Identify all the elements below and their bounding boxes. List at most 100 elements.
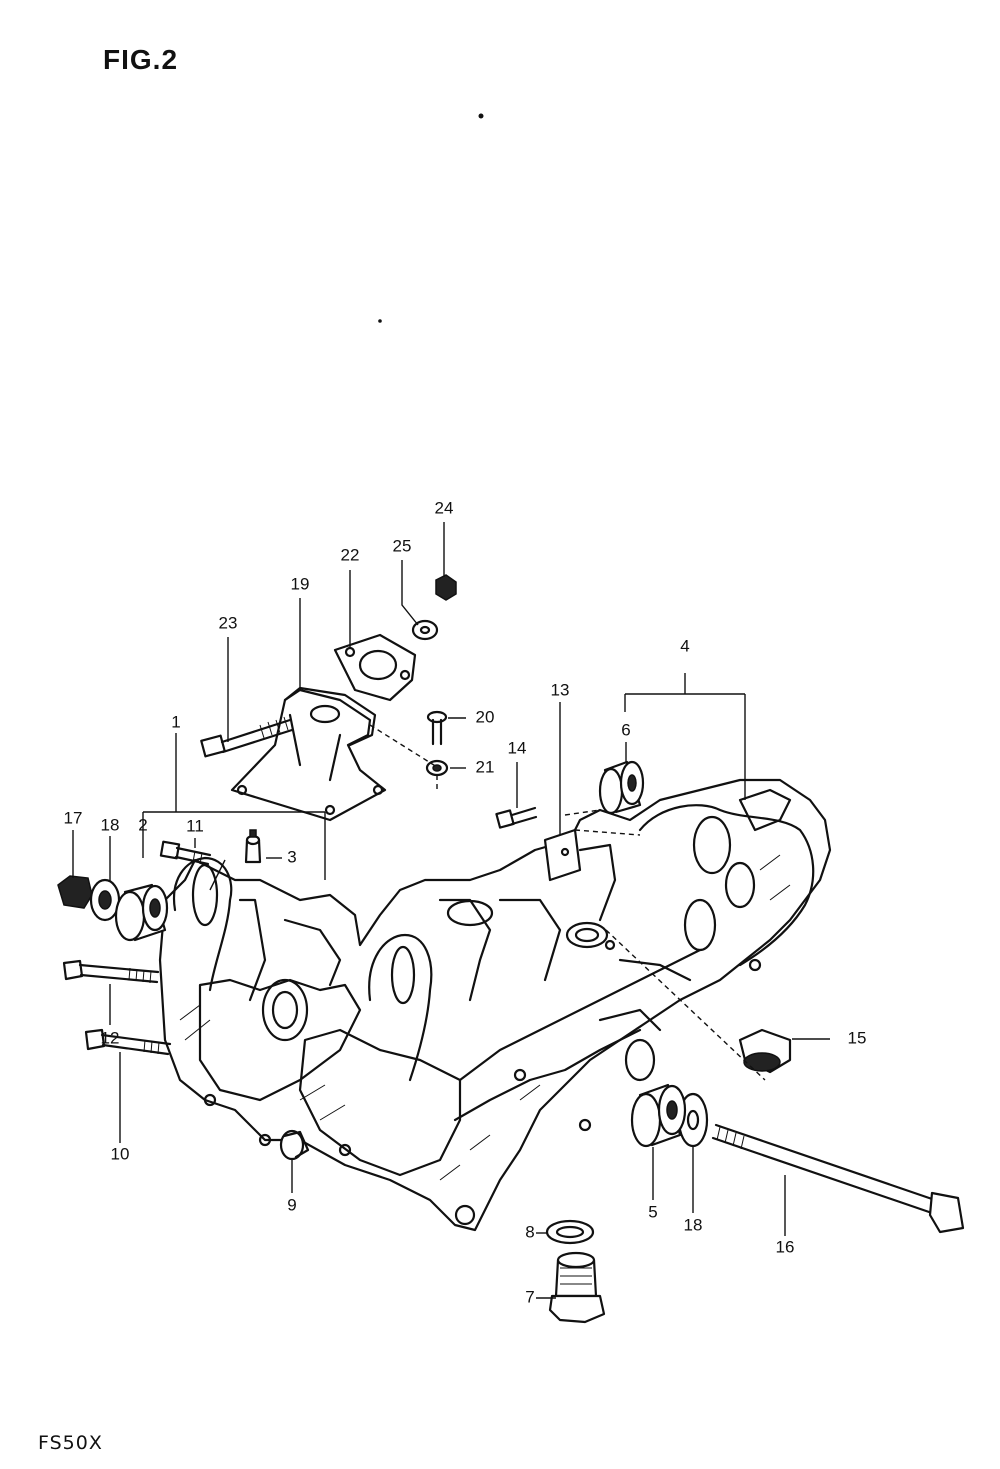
right-case-lug xyxy=(738,788,792,832)
intake-bolt-hole xyxy=(372,784,384,796)
oil-filler-port xyxy=(565,921,609,949)
case-bolt-hole xyxy=(454,1204,476,1226)
drain-plug-7 xyxy=(548,1251,606,1324)
bushing-5 xyxy=(630,1083,687,1148)
left-case-flange xyxy=(198,978,362,1102)
intake-bolt-hole xyxy=(236,784,248,796)
left-bearing-bore xyxy=(191,863,219,927)
gasket-22-port xyxy=(358,649,398,681)
right-case-cover xyxy=(638,804,815,967)
callout-12: 12 xyxy=(101,1028,120,1047)
callout-13: 13 xyxy=(551,680,570,699)
left-shaft-hole-inner xyxy=(271,990,299,1030)
callout-3: 3 xyxy=(287,847,296,866)
nut-24 xyxy=(435,574,457,601)
left-shaft-hole xyxy=(261,978,309,1042)
callout-7: 7 xyxy=(525,1287,534,1306)
callout-2: 2 xyxy=(138,815,147,834)
callout-labels: 1 2 3 4 5 6 7 8 9 10 11 12 13 14 15 16 1… xyxy=(64,498,867,1306)
crankcase-outline xyxy=(158,778,832,1232)
callout-25: 25 xyxy=(393,536,412,555)
callout-4: 4 xyxy=(680,636,689,655)
callout-18-left: 18 xyxy=(101,815,120,834)
bolt-23 xyxy=(200,716,294,758)
bolt-10 xyxy=(84,1028,172,1056)
callout-19: 19 xyxy=(291,574,310,593)
intake-pipe-neck xyxy=(288,713,342,782)
stray-dot xyxy=(478,113,484,119)
callout-15: 15 xyxy=(848,1028,867,1047)
washer-25 xyxy=(411,619,439,641)
bushing-9 xyxy=(279,1129,310,1161)
axle-bolt-16 xyxy=(711,1123,965,1234)
callout-20: 20 xyxy=(476,707,495,726)
stray-dot xyxy=(378,319,382,323)
plate-13-hole xyxy=(560,847,570,857)
intake-pipe-19 xyxy=(230,688,387,822)
callout-6: 6 xyxy=(621,720,630,739)
seam-line xyxy=(458,948,702,1082)
washer-18-right-hole xyxy=(686,1109,700,1131)
case-bolt-hole xyxy=(748,958,762,972)
callout-5: 5 xyxy=(648,1202,657,1221)
callout-11: 11 xyxy=(186,816,204,835)
right-bearing-bore-upper xyxy=(692,815,732,875)
plug-15 xyxy=(738,1028,792,1074)
callout-14: 14 xyxy=(508,738,527,757)
left-bearing-boss xyxy=(172,856,233,992)
washer-21-hole xyxy=(432,764,442,772)
washer-25-hole xyxy=(419,625,431,635)
case-bolt-hole xyxy=(203,1093,217,1107)
bushing-2 xyxy=(114,883,169,942)
callout-17: 17 xyxy=(64,808,83,827)
washer-8 xyxy=(545,1219,595,1245)
bolt-14 xyxy=(495,806,538,829)
gasket-22 xyxy=(333,633,417,702)
left-case-rib xyxy=(238,898,342,1002)
figure-title: FIG.2 xyxy=(103,44,179,75)
crankcase-assembly xyxy=(158,778,832,1232)
callout-24: 24 xyxy=(435,498,454,517)
callout-21: 21 xyxy=(476,757,495,776)
gasket-22-hole xyxy=(399,669,411,681)
callout-18-right: 18 xyxy=(684,1215,703,1234)
callout-16: 16 xyxy=(776,1237,795,1256)
case-bolt-hole xyxy=(258,1133,272,1147)
bolt-11 xyxy=(159,840,212,866)
callout-23: 23 xyxy=(219,613,238,632)
intake-pipe-port xyxy=(309,704,341,724)
leader-lines xyxy=(72,522,830,1299)
center-case-flange xyxy=(298,1028,462,1177)
nut-17 xyxy=(57,875,93,909)
case-bolt-hole xyxy=(513,1068,527,1082)
case-bolt-hole xyxy=(578,1118,592,1132)
case-bolt-hole xyxy=(338,1143,352,1157)
model-code: FS50X xyxy=(38,1432,103,1454)
center-boss xyxy=(368,933,433,1082)
right-boss xyxy=(724,861,756,909)
center-boss-bore xyxy=(390,945,416,1005)
case-bolt-hole xyxy=(604,939,616,951)
mid-case-boss xyxy=(624,1038,656,1082)
callout-22: 22 xyxy=(341,545,360,564)
callout-1: 1 xyxy=(171,712,180,731)
top-ring-port xyxy=(446,899,494,927)
intake-pipe-flange xyxy=(283,686,377,747)
screw-20 xyxy=(426,710,448,746)
intake-pipe-assembly xyxy=(230,633,417,822)
callout-9: 9 xyxy=(287,1195,296,1214)
intake-bolt-hole xyxy=(324,804,336,816)
callout-10: 10 xyxy=(111,1144,130,1163)
washer-8-hole xyxy=(555,1225,585,1239)
center-case-rib xyxy=(438,898,562,1002)
right-bearing-bore-lower xyxy=(683,898,717,952)
washer-18-left-hole xyxy=(98,890,112,910)
bolt-12 xyxy=(62,959,160,984)
oil-filler-port-inner xyxy=(574,927,600,943)
dowel-3 xyxy=(244,829,262,864)
seam-line-lower xyxy=(453,1028,642,1122)
crankcase-hatching xyxy=(179,854,791,1181)
bushing-6 xyxy=(598,760,645,815)
callout-8: 8 xyxy=(525,1222,534,1241)
